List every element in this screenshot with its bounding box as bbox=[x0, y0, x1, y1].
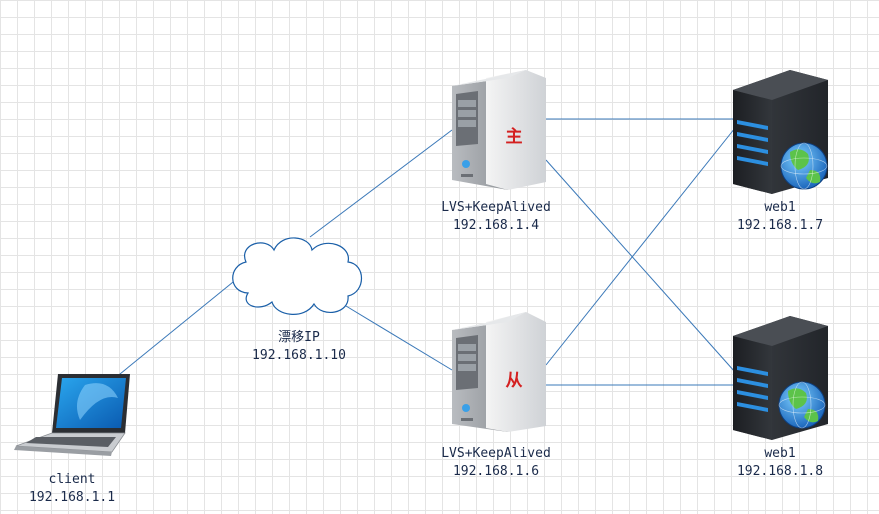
vip-ip: 192.168.1.10 bbox=[252, 348, 346, 363]
lvs-backup-label: LVS+KeepAlived 192.168.1.6 bbox=[441, 445, 551, 481]
lvs-backup-name: LVS+KeepAlived bbox=[441, 446, 551, 461]
web-top-name: web1 bbox=[764, 200, 796, 215]
link-backup-web-top bbox=[545, 127, 736, 366]
web-top-label: web1 192.168.1.7 bbox=[737, 199, 823, 235]
link-vip-backup bbox=[345, 305, 453, 371]
globe-icon bbox=[778, 381, 826, 429]
lvs-master-label: LVS+KeepAlived 192.168.1.4 bbox=[441, 199, 551, 235]
lvs-backup-server-icon[interactable] bbox=[452, 312, 546, 432]
vip-label: 漂移IP 192.168.1.10 bbox=[252, 329, 346, 365]
client-ip: 192.168.1.1 bbox=[28, 490, 116, 505]
lvs-backup-ip: 192.168.1.6 bbox=[452, 464, 540, 479]
master-role-label: 主 bbox=[506, 126, 523, 147]
web-bottom-name: web1 bbox=[764, 446, 796, 461]
client-label: client 192.168.1.1 bbox=[29, 471, 115, 507]
link-vip-master bbox=[309, 129, 453, 238]
laptop-icon[interactable] bbox=[14, 374, 130, 456]
vip-name: 漂移IP bbox=[278, 330, 320, 345]
web-bottom-ip: 192.168.1.8 bbox=[736, 464, 824, 479]
lvs-master-server-icon[interactable] bbox=[452, 70, 546, 190]
link-client-vip bbox=[103, 277, 239, 388]
web-bottom-label: web1 192.168.1.8 bbox=[737, 445, 823, 481]
globe-icon bbox=[780, 142, 828, 190]
lvs-master-name: LVS+KeepAlived bbox=[441, 200, 551, 215]
connection-lines bbox=[103, 118, 736, 388]
lvs-master-ip: 192.168.1.4 bbox=[452, 218, 540, 233]
backup-role-label: 从 bbox=[506, 371, 523, 391]
web-top-ip: 192.168.1.7 bbox=[736, 218, 824, 233]
link-master-web-bottom bbox=[545, 159, 736, 373]
cloud-icon[interactable] bbox=[232, 237, 362, 315]
client-name: client bbox=[48, 472, 96, 487]
